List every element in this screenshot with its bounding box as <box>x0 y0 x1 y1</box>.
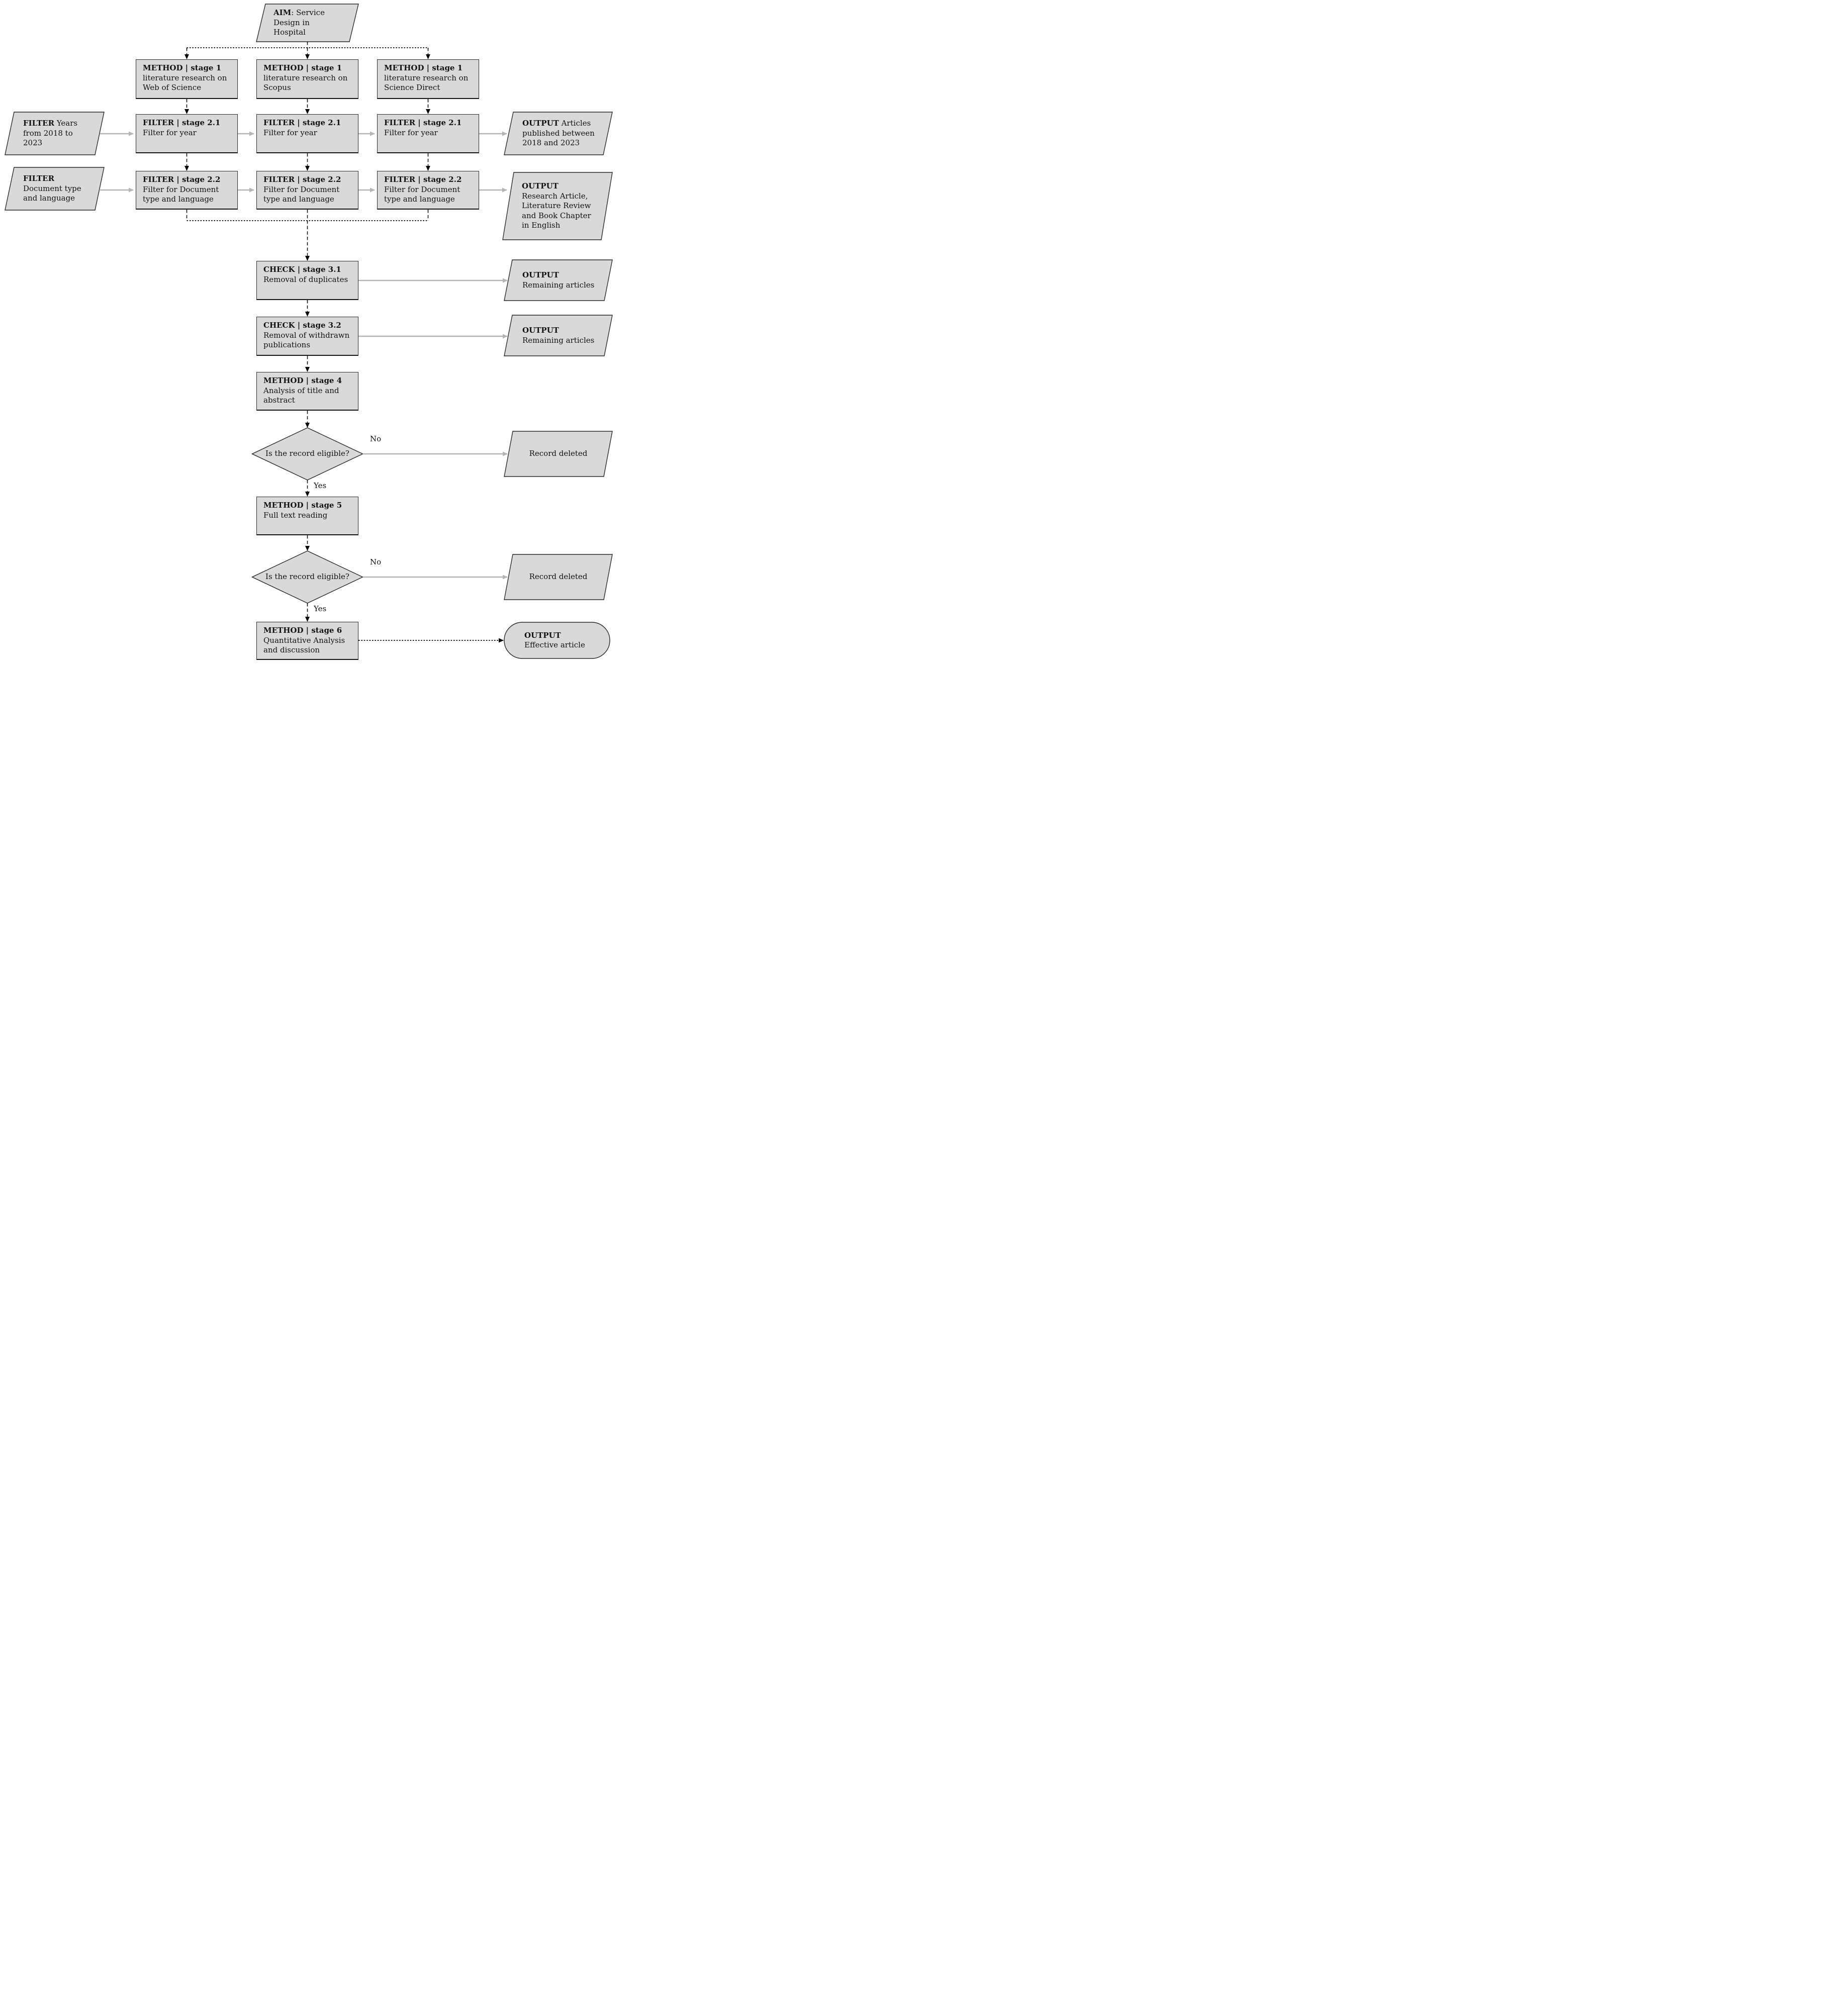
output-keyword: OUTPUT <box>522 181 559 191</box>
output-keyword: OUTPUT <box>522 119 559 128</box>
node-body: Filter for year <box>263 128 317 137</box>
flowchart-shapes-and-connectors <box>5 4 613 659</box>
output-doctype-shape <box>502 172 613 240</box>
output-text: Remaining articles <box>522 335 595 345</box>
node-title: FILTER | stage 2.2 <box>263 175 341 184</box>
node-body: Filter for Document type and language <box>143 184 219 204</box>
node-body: literature research on Web of Science <box>143 73 227 92</box>
output-text: Research Article, Literature Review and … <box>522 191 591 230</box>
output-keyword: OUTPUT <box>522 326 559 335</box>
output-years-shape <box>504 112 613 155</box>
record-deleted-1-node: Record deleted <box>529 449 588 458</box>
aim-node: AIM: Service Design in Hospital <box>256 4 358 42</box>
filter-stage21-sciencedirect-box: FILTER | stage 2.1 Filter for year <box>377 114 479 153</box>
node-title: FILTER | stage 2.1 <box>143 118 221 127</box>
record-deleted-1-shape <box>504 431 613 477</box>
node-title: FILTER | stage 2.1 <box>384 118 462 127</box>
output-remaining-1-shape <box>504 259 613 301</box>
filter-doctype-input-shape <box>5 167 105 211</box>
node-body: literature research on Science Direct <box>384 73 469 92</box>
node-body: Removal of withdrawn publications <box>263 330 350 350</box>
method-stage1-wos-box: METHOD | stage 1 literature research on … <box>136 59 238 99</box>
node-title: METHOD | stage 4 <box>263 376 342 385</box>
filter-text: Years from 2018 to 2023 <box>23 119 78 148</box>
output-years-node: OUTPUT Articles published between 2018 a… <box>504 112 612 155</box>
filter-keyword: FILTER <box>23 174 55 183</box>
filter-stage21-scopus-box: FILTER | stage 2.1 Filter for year <box>256 114 358 153</box>
node-body: Removal of duplicates <box>263 274 348 284</box>
aim-keyword: AIM <box>273 8 292 18</box>
decision-2-question: Is the record eligible? <box>265 572 349 582</box>
node-title: METHOD | stage 1 <box>143 63 222 72</box>
node-title: FILTER | stage 2.2 <box>143 175 221 184</box>
method-stage1-sciencedirect-box: METHOD | stage 1 literature research on … <box>377 59 479 99</box>
filter-stage22-wos-box: FILTER | stage 2.2 Filter for Document t… <box>136 171 238 210</box>
node-title: CHECK | stage 3.2 <box>263 321 341 330</box>
output-keyword: OUTPUT <box>524 630 561 640</box>
aim-text: : Service Design in Hospital <box>273 8 325 37</box>
decision-2-yes-label: Yes <box>314 604 327 613</box>
decision-1-question: Is the record eligible? <box>265 449 349 458</box>
node-title: FILTER | stage 2.1 <box>263 118 341 127</box>
filter-years-input-node: FILTER Years from 2018 to 2023 <box>5 112 104 155</box>
node-title: METHOD | stage 6 <box>263 626 342 635</box>
decision-1-yes-label: Yes <box>314 481 327 490</box>
method-stage1-scopus-box: METHOD | stage 1 literature research on … <box>256 59 358 99</box>
method-stage4-box: METHOD | stage 4 Analysis of title and a… <box>256 372 358 411</box>
output-text: Remaining articles <box>522 280 595 290</box>
filter-stage22-sciencedirect-box: FILTER | stage 2.2 Filter for Document t… <box>377 171 479 210</box>
flowchart-canvas: AIM: Service Design in Hospital METHOD |… <box>0 0 616 664</box>
node-body: Filter for Document type and language <box>384 184 460 204</box>
output-remaining-2-shape <box>504 315 613 356</box>
check-stage32-box: CHECK | stage 3.2 Removal of withdrawn p… <box>256 317 358 356</box>
node-title: METHOD | stage 5 <box>263 501 342 510</box>
node-title: METHOD | stage 1 <box>384 63 463 72</box>
decision-2-no-label: No <box>370 557 382 566</box>
output-text: Articles published between 2018 and 2023 <box>522 119 595 148</box>
filter-stage22-scopus-box: FILTER | stage 2.2 Filter for Document t… <box>256 171 358 210</box>
node-body: Analysis of title and abstract <box>263 386 339 405</box>
node-title: FILTER | stage 2.2 <box>384 175 462 184</box>
filter-text: Document type and language <box>23 183 81 203</box>
method-stage5-box: METHOD | stage 5 Full text reading <box>256 497 358 535</box>
check-stage31-box: CHECK | stage 3.1 Removal of duplicates <box>256 261 358 300</box>
node-body: Filter for Document type and language <box>263 184 340 204</box>
node-body: Filter for year <box>143 128 197 137</box>
node-title: CHECK | stage 3.1 <box>263 265 341 274</box>
node-body: literature research on Scopus <box>263 73 348 92</box>
output-final-stadium-shape <box>504 622 610 659</box>
filter-keyword: FILTER <box>23 119 55 128</box>
node-body: Quantitative Analysis and discussion <box>263 635 345 655</box>
filter-stage21-wos-box: FILTER | stage 2.1 Filter for year <box>136 114 238 153</box>
record-deleted-2-shape <box>504 554 613 600</box>
aim-parallelogram-shape <box>256 4 359 42</box>
node-title: METHOD | stage 1 <box>263 63 342 72</box>
output-keyword: OUTPUT <box>522 270 559 279</box>
decision-1-no-label: No <box>370 434 382 443</box>
node-body: Full text reading <box>263 510 328 520</box>
method-stage6-box: METHOD | stage 6 Quantitative Analysis a… <box>256 622 358 660</box>
record-deleted-2-node: Record deleted <box>529 572 588 582</box>
filter-years-input-shape <box>5 112 105 155</box>
output-text: Effective article <box>524 640 585 649</box>
node-body: Filter for year <box>384 128 438 137</box>
